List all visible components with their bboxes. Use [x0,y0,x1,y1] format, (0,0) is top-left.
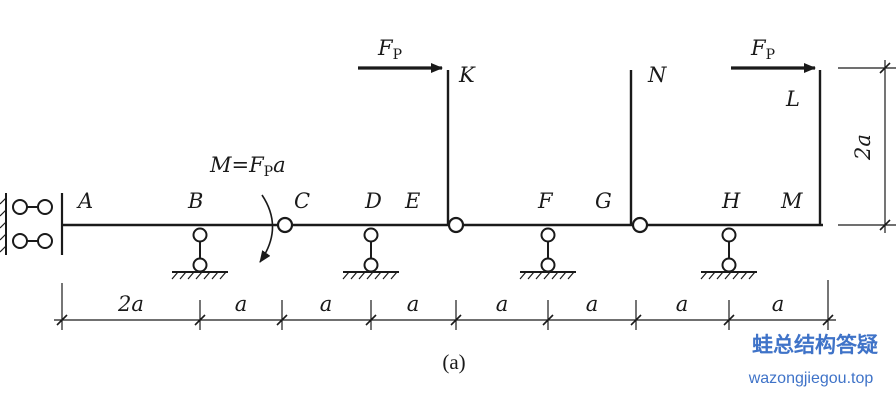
horizontal-dimension [54,280,836,330]
vertical-dimension [838,60,896,233]
dim-label-EF: a [496,292,509,316]
support-D [342,227,399,280]
left-wall-support [0,193,64,255]
label-L: L [785,87,800,111]
dim-label-GH: a [676,292,689,316]
label-A: A [76,189,93,213]
dim-label-DE: a [407,292,420,316]
support-F [519,227,576,280]
force-label-L: FP [750,36,775,63]
hinges [276,216,649,234]
figure-caption: (a) [442,350,465,374]
label-E: E [404,189,420,213]
moment-arc [259,194,274,263]
dim-label-height: 2a [851,134,875,161]
hinge-C [276,216,294,234]
dim-label-HM: a [772,292,785,316]
force-label-K: FP [377,36,402,63]
label-C: C [294,189,310,213]
dim-label-FG: a [586,292,599,316]
moment-label: M=FPa [209,153,286,180]
hinge-E [447,216,465,234]
label-F: F [537,189,554,213]
support-B [171,227,228,280]
dim-label-BC: a [235,292,248,316]
hinge-G [631,216,649,234]
label-M: M [780,189,803,213]
dim-label-AB: 2a [117,292,144,316]
dim-label-CD: a [320,292,333,316]
watermark-title: 蛙总结构答疑 [752,333,878,357]
support-H [700,227,757,280]
label-B: B [187,189,203,213]
label-G: G [595,189,612,213]
label-K: K [458,63,476,87]
label-N: N [647,63,667,87]
label-H: H [721,189,741,213]
label-D: D [364,189,382,213]
watermark-url: wazongjiegou.top [748,370,874,387]
